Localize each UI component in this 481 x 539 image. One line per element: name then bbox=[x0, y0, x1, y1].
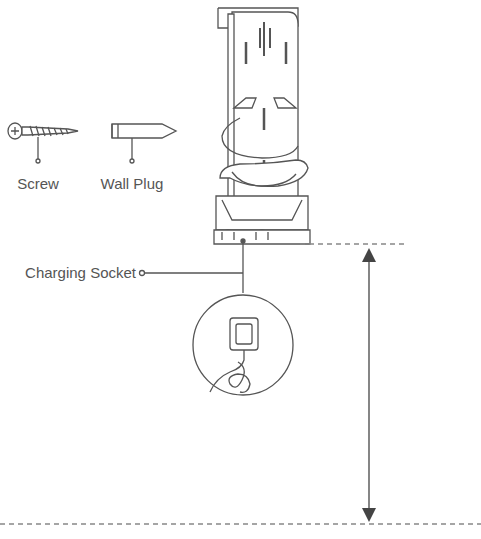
part-label: Screw bbox=[16, 175, 60, 193]
charger-inset bbox=[193, 295, 293, 395]
part-label: Wall Plug bbox=[100, 175, 165, 193]
screw bbox=[8, 123, 78, 163]
part-label: Charging Socket bbox=[24, 264, 137, 282]
wall-plug bbox=[112, 124, 176, 163]
wall-bracket bbox=[214, 8, 310, 244]
